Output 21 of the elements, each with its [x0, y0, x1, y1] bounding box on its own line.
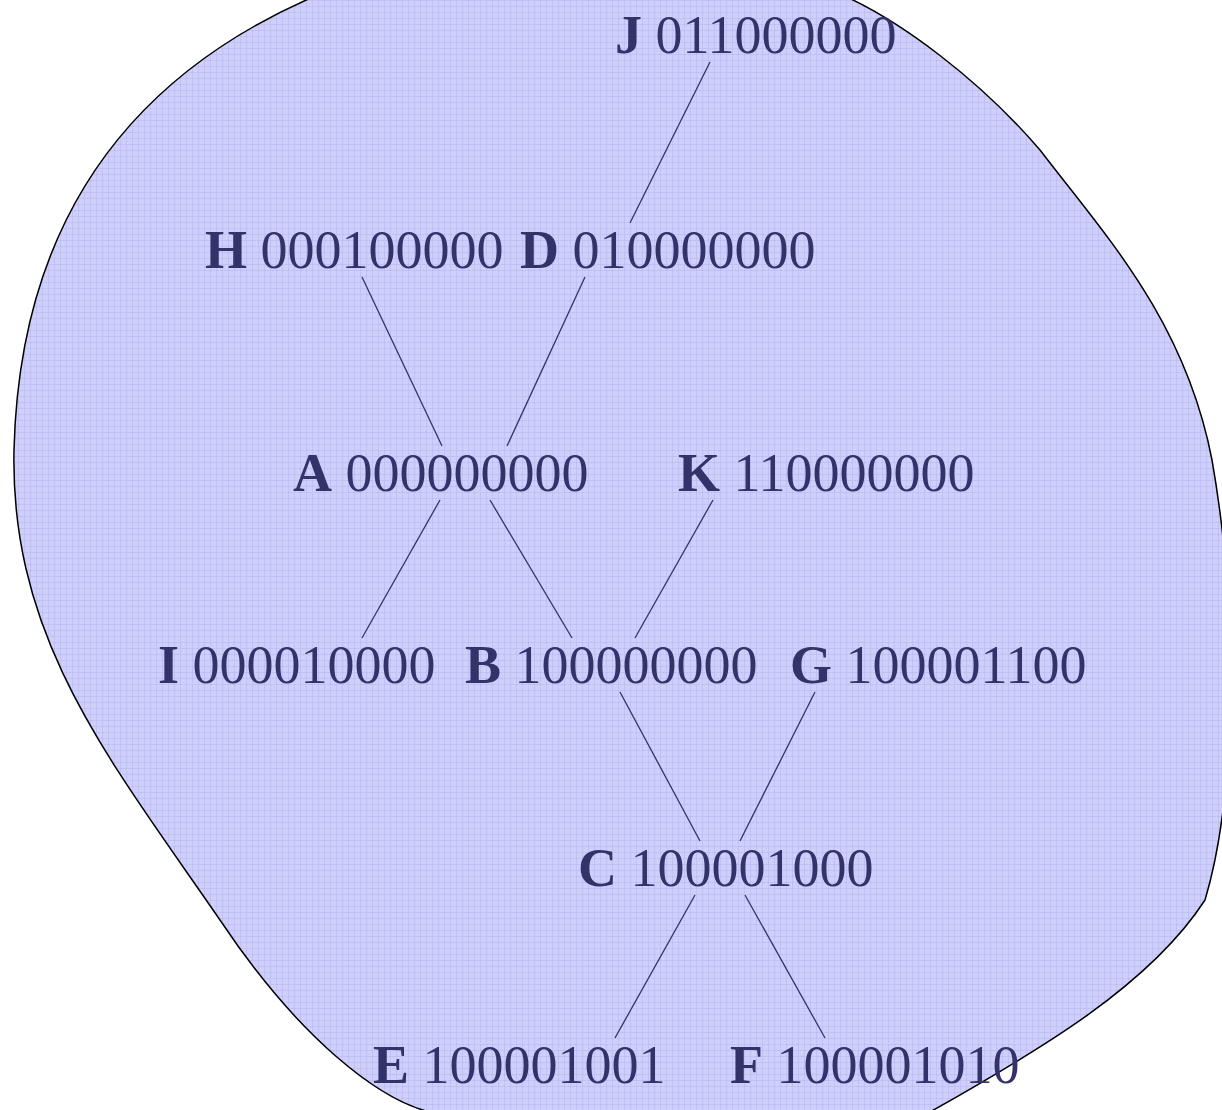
node-label: A 000000000: [293, 446, 589, 500]
connector-line: [744, 894, 826, 1039]
connector-line: [361, 499, 441, 639]
connector-line: [489, 499, 573, 639]
node-label: H 000100000: [205, 223, 504, 277]
node-label: K 110000000: [678, 446, 975, 500]
node-label: B 100000000: [465, 638, 758, 692]
connector-line: [506, 276, 586, 447]
node-label: E 100001001: [373, 1038, 666, 1092]
node-label: D 010000000: [520, 223, 816, 277]
connector-line: [629, 61, 711, 224]
connector-line: [619, 691, 701, 842]
node-label: J 011000000: [615, 8, 897, 62]
node-label: F 100001010: [730, 1038, 1020, 1092]
connector-line: [739, 691, 816, 842]
connector-line: [634, 499, 714, 639]
connector-line: [361, 276, 443, 447]
connector-line: [614, 894, 696, 1039]
node-label: I 000010000: [158, 638, 436, 692]
node-label: C 100001000: [578, 841, 874, 895]
node-label: G 100001100: [790, 638, 1087, 692]
